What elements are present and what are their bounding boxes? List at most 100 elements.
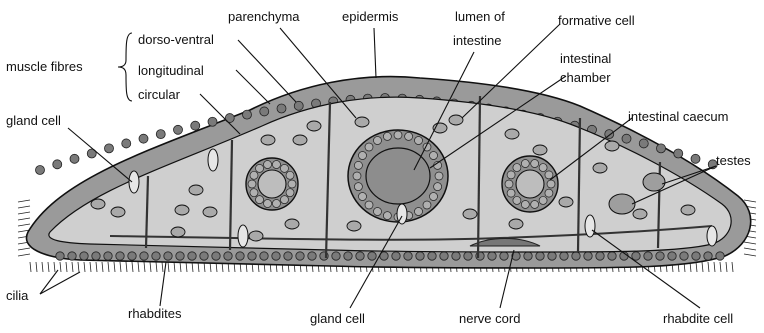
cilium <box>144 262 145 272</box>
epidermis-cell <box>53 160 62 169</box>
epidermis-cell <box>632 252 640 260</box>
cilium <box>732 262 733 272</box>
epidermis-cell <box>644 252 652 260</box>
cilium <box>66 262 67 272</box>
cilium <box>108 262 109 272</box>
epidermis-cell <box>452 252 460 260</box>
cilium <box>36 262 37 272</box>
parenchyma-cell <box>509 219 523 229</box>
epidermis-cell <box>440 252 448 260</box>
epidermis-cell <box>572 252 580 260</box>
parenchyma-cell <box>355 117 369 127</box>
cilium <box>126 262 127 272</box>
cilium <box>180 262 181 272</box>
caecum-cell <box>415 208 423 216</box>
label-circular: circular <box>138 87 181 102</box>
caecum-cell <box>250 189 258 197</box>
parenchyma-cell <box>293 135 307 145</box>
epidermis-cell <box>128 252 136 260</box>
epidermis-cell <box>36 166 45 175</box>
epidermis-cell <box>164 252 172 260</box>
cilium <box>150 262 151 272</box>
epidermis-cell <box>639 139 648 148</box>
caecum-cell <box>383 132 391 140</box>
epidermis-cell <box>191 121 200 130</box>
caecum-cell <box>250 171 258 179</box>
cilium <box>744 242 756 244</box>
parenchyma-cell <box>203 207 217 217</box>
leader-epidermis <box>374 28 376 78</box>
caecum-cell <box>280 196 288 204</box>
epidermis-cell <box>416 252 424 260</box>
label-gland-cell-bottom: gland cell <box>310 311 365 326</box>
caecum-cell <box>264 161 272 169</box>
epidermis-cell <box>294 101 303 110</box>
parenchyma-cell <box>681 205 695 215</box>
cilium <box>744 200 756 202</box>
leader-cilia-a <box>40 270 58 294</box>
caecum-cell <box>521 200 529 208</box>
epidermis-cell <box>488 252 496 260</box>
epidermis-cell <box>464 252 472 260</box>
parenchyma-cell <box>347 221 361 231</box>
epidermis-cell <box>212 252 220 260</box>
leader-cilia-b <box>40 272 80 294</box>
caecum-cell <box>280 164 288 172</box>
epidermis-cell <box>236 252 244 260</box>
caecum-cell <box>415 136 423 144</box>
cilium <box>18 248 30 250</box>
cilium <box>720 262 721 272</box>
label-epidermis: epidermis <box>342 9 399 24</box>
caecum-cell <box>394 131 402 139</box>
cilium <box>18 200 30 202</box>
epidermis-cell <box>139 134 148 143</box>
cilium <box>162 262 163 272</box>
epidermis-cell <box>674 149 683 158</box>
parenchyma-cell <box>171 227 185 237</box>
epidermis-cell <box>284 252 292 260</box>
epidermis-cell <box>356 252 364 260</box>
label-cilia: cilia <box>6 288 29 303</box>
parenchyma-cell <box>249 231 263 241</box>
parenchyma-cell <box>505 129 519 139</box>
caecum-cell <box>264 199 272 207</box>
cilium <box>114 262 115 272</box>
epidermis-cell <box>200 252 208 260</box>
epidermis-cell <box>680 252 688 260</box>
caecum-cell <box>545 171 553 179</box>
parenchyma-cell <box>605 141 619 151</box>
epidermis-cell <box>104 252 112 260</box>
label-dorso-ventral: dorso-ventral <box>138 32 214 47</box>
caecum-cell <box>430 193 438 201</box>
cilium <box>60 262 61 272</box>
caecum-cell <box>288 180 296 188</box>
cilium <box>708 262 709 272</box>
epidermis-cell <box>500 252 508 260</box>
epidermis-cell <box>704 252 712 260</box>
caecum-cell <box>430 152 438 160</box>
epidermis-cell <box>428 252 436 260</box>
epidermis-cell <box>122 139 131 148</box>
epidermis-cell <box>656 252 664 260</box>
caecum-cell <box>272 199 280 207</box>
cilium <box>72 262 73 272</box>
epidermis-cell <box>272 252 280 260</box>
caecum-cell <box>434 183 442 191</box>
epidermis-cell <box>260 107 269 116</box>
epidermis-cell <box>116 252 124 260</box>
label-parenchyma: parenchyma <box>228 9 300 24</box>
label-intestinal-caecum: intestinal caecum <box>628 109 728 124</box>
epidermis-cell <box>536 252 544 260</box>
cilium <box>168 262 169 272</box>
cilium <box>120 262 121 272</box>
epidermis-cell <box>596 252 604 260</box>
epidermis-cell <box>224 252 232 260</box>
cilium <box>18 254 30 256</box>
epidermis-cell <box>188 252 196 260</box>
caecum-cell <box>547 180 555 188</box>
cilium <box>96 262 97 272</box>
parenchyma-cell <box>533 145 547 155</box>
epidermis-cell <box>668 252 676 260</box>
caecum-cell <box>358 193 366 201</box>
